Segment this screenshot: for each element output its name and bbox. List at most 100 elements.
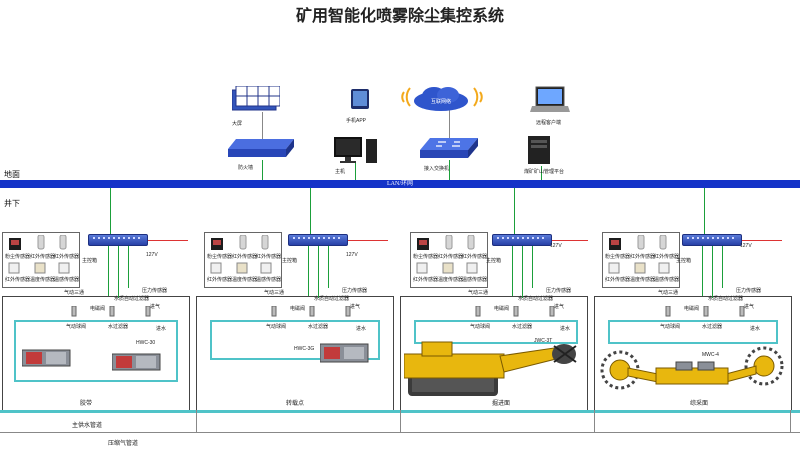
lan-drop-2 xyxy=(310,188,311,234)
cabinet-drop xyxy=(512,246,513,296)
roadheader-icon xyxy=(404,341,577,396)
valve-icon xyxy=(549,306,555,317)
spray-machine-icon xyxy=(22,349,71,367)
machine-model-label: HWC-3G xyxy=(294,346,315,352)
mine-platform-label: 煤矿矿山管理平台 xyxy=(524,169,565,175)
wifi-right-icon xyxy=(473,87,483,107)
water-loop-4 xyxy=(608,320,778,344)
cabinet-drop xyxy=(108,246,109,296)
water-loop-2 xyxy=(210,320,380,360)
sensor-label: 红外传感器 xyxy=(630,254,656,260)
valve-icon xyxy=(739,306,745,317)
sensor-label: 红外传感器 xyxy=(54,254,80,260)
switch-icon xyxy=(420,138,478,158)
component-label: 水过滤器 xyxy=(308,324,329,330)
temperature-sensor-icon xyxy=(34,262,46,274)
sensor-label: 红外传感器 xyxy=(30,254,56,260)
infrared-sensor-icon xyxy=(416,262,428,274)
sensor-label: 温度传感器 xyxy=(232,277,258,283)
sensor-label: 温度传感器 xyxy=(630,277,656,283)
remote-client-label: 远程客户端 xyxy=(536,120,562,126)
controller-label: 主控箱 xyxy=(676,258,692,264)
sensor-label: 红外传感器 xyxy=(462,254,488,260)
smoke-sensor-icon xyxy=(658,262,670,274)
control-cabinet-3[interactable] xyxy=(492,234,552,246)
mobile-app-icon xyxy=(351,89,369,109)
temperature-sensor-icon xyxy=(442,262,454,274)
sensor-label: 粉尘传感器 xyxy=(207,254,233,260)
host-label: 主机 xyxy=(335,169,346,175)
cabinet-drop xyxy=(522,246,523,298)
sensor-label: 红外传感器 xyxy=(413,277,439,283)
control-cabinet-2[interactable] xyxy=(288,234,348,246)
power-label: 127V xyxy=(146,252,158,258)
pipe-riser-right xyxy=(594,410,595,432)
sensor-label: 红外传感器 xyxy=(5,277,31,283)
cloud-icon xyxy=(414,87,468,111)
component-label: 进气 xyxy=(350,304,361,310)
sensor-label: 粉尘传感器 xyxy=(605,254,631,260)
valve-icon xyxy=(703,306,709,317)
component-label: 气动三通 xyxy=(264,290,285,296)
valve-icon xyxy=(309,306,315,317)
laptop-icon xyxy=(530,86,570,112)
machine-model-label: JWC-3T xyxy=(534,338,553,344)
firewall-label: 防火墙 xyxy=(238,165,254,171)
component-label: 进水 xyxy=(560,326,571,332)
server-icon xyxy=(528,136,550,164)
cabinet-drop xyxy=(308,246,309,296)
pipe-riser-mid xyxy=(400,410,401,432)
component-label: 水质自动过滤器 xyxy=(314,296,350,302)
component-label: 进气 xyxy=(744,304,755,310)
component-label: 气动三通 xyxy=(468,290,489,296)
dust-sensor-icon xyxy=(609,238,621,250)
component-label: 压力传感器 xyxy=(142,288,168,294)
lan-drop-3 xyxy=(514,188,515,234)
pipe-riser-left xyxy=(196,410,197,432)
power-label: 127V xyxy=(740,243,752,249)
sensor-label: 红外传感器 xyxy=(256,254,282,260)
component-label: 水过滤器 xyxy=(702,324,723,330)
water-loop-1 xyxy=(14,320,178,382)
component-label: 气动球阀 xyxy=(660,324,681,330)
main-air-label: 压缩气管道 xyxy=(108,441,139,447)
sensor-label: 温度传感器 xyxy=(438,277,464,283)
sensor-label: 红外传感器 xyxy=(654,254,680,260)
cabinet-drop xyxy=(532,246,533,288)
infrared-sensor-icon xyxy=(637,235,645,250)
sensor-label: 温感传感器 xyxy=(654,277,680,283)
sensor-label: 温度传感器 xyxy=(30,277,56,283)
cabinet-drop xyxy=(702,246,703,296)
infrared-sensor-icon xyxy=(59,235,67,250)
component-label: 电磁阀 xyxy=(684,306,700,312)
controller-label: 主控箱 xyxy=(486,258,502,264)
infrared-sensor-icon xyxy=(239,235,247,250)
component-label: 气动三通 xyxy=(658,290,679,296)
underground-zone-label: 井下 xyxy=(4,199,20,208)
component-label: 压力传感器 xyxy=(736,288,762,294)
dust-sensor-icon xyxy=(9,238,21,250)
sensor-label: 粉尘传感器 xyxy=(413,254,439,260)
sensor-label: 红外传感器 xyxy=(438,254,464,260)
screen-firewall-link xyxy=(262,112,263,146)
platform-lan-link xyxy=(541,166,542,180)
smoke-sensor-icon xyxy=(58,262,70,274)
valve-icon xyxy=(475,306,481,317)
lan-drop-1 xyxy=(110,188,111,234)
switch-lan-link xyxy=(449,160,450,180)
wifi-left-icon xyxy=(401,87,411,107)
component-label: 气动球阀 xyxy=(66,324,87,330)
infrared-sensor-icon xyxy=(261,235,269,250)
controller-label: 主控箱 xyxy=(282,258,298,264)
spray-machine-icon xyxy=(320,343,369,363)
valve-icon xyxy=(665,306,671,317)
sensor-label: 红外传感器 xyxy=(232,254,258,260)
cloud-switch-link xyxy=(449,108,450,138)
page-title: 矿用智能化喷雾除尘集控系统 xyxy=(295,6,504,25)
section-name: 转载点 xyxy=(286,401,305,407)
control-cabinet-1[interactable] xyxy=(88,234,148,246)
lan-ring-bar xyxy=(0,180,800,188)
control-cabinet-4[interactable] xyxy=(682,234,742,246)
infrared-sensor-icon xyxy=(37,235,45,250)
mobile-app-label: 手机APP xyxy=(346,118,367,124)
